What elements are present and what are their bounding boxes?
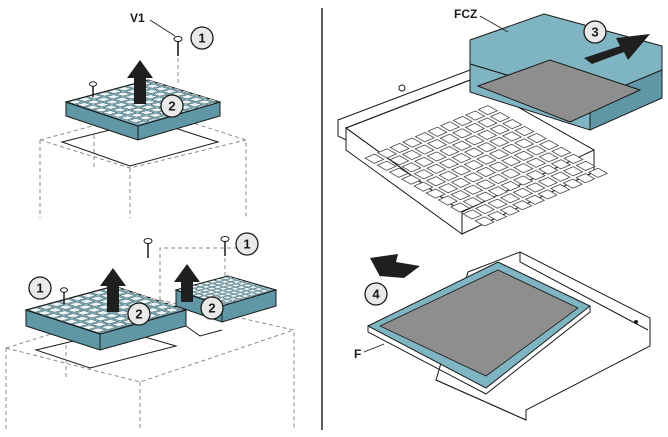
top-right-illustration: FCZ 3 <box>337 7 663 235</box>
grille-grid <box>362 103 611 228</box>
label-f: F <box>354 347 361 361</box>
top-left-illustration: V1 1 2 <box>39 11 247 218</box>
svg-text:2: 2 <box>208 301 215 316</box>
step-badge-2-bottom-right: 2 <box>200 296 224 320</box>
svg-text:3: 3 <box>591 25 598 40</box>
label-v1: V1 <box>130 11 145 25</box>
lift-arrow-icon <box>127 60 153 104</box>
step-badge-3: 3 <box>583 20 607 44</box>
screw-icon <box>173 35 183 84</box>
svg-text:4: 4 <box>372 287 380 302</box>
screw-icon <box>220 236 230 280</box>
svg-text:1: 1 <box>36 281 43 296</box>
svg-text:2: 2 <box>135 307 142 322</box>
step-badge-2-bottom-left: 2 <box>127 302 151 326</box>
screw-icon <box>143 238 153 258</box>
step-badge-4: 4 <box>364 282 388 306</box>
svg-text:2: 2 <box>168 99 175 114</box>
screw-icon <box>89 81 97 97</box>
lift-arrow-icon <box>174 264 200 302</box>
screw-icon <box>60 287 68 304</box>
step-badge-1-bottom-right: 1 <box>235 232 259 256</box>
filter-f <box>366 261 591 395</box>
label-fcz: FCZ <box>454 7 477 21</box>
slide-arrow-icon <box>584 34 650 64</box>
svg-text:1: 1 <box>243 237 250 252</box>
step-badge-2-top: 2 <box>160 94 184 118</box>
filter-case-fcz <box>469 13 663 131</box>
bottom-right-illustration: F 4 <box>354 251 651 421</box>
step-badge-1-top: 1 <box>190 26 214 50</box>
bottom-left-illustration: 1 1 2 2 <box>5 232 295 430</box>
step-badge-1-bottom-left: 1 <box>28 276 52 300</box>
slide-arrow-icon <box>370 254 420 284</box>
svg-text:1: 1 <box>198 31 205 46</box>
lift-arrow-icon <box>100 268 126 312</box>
